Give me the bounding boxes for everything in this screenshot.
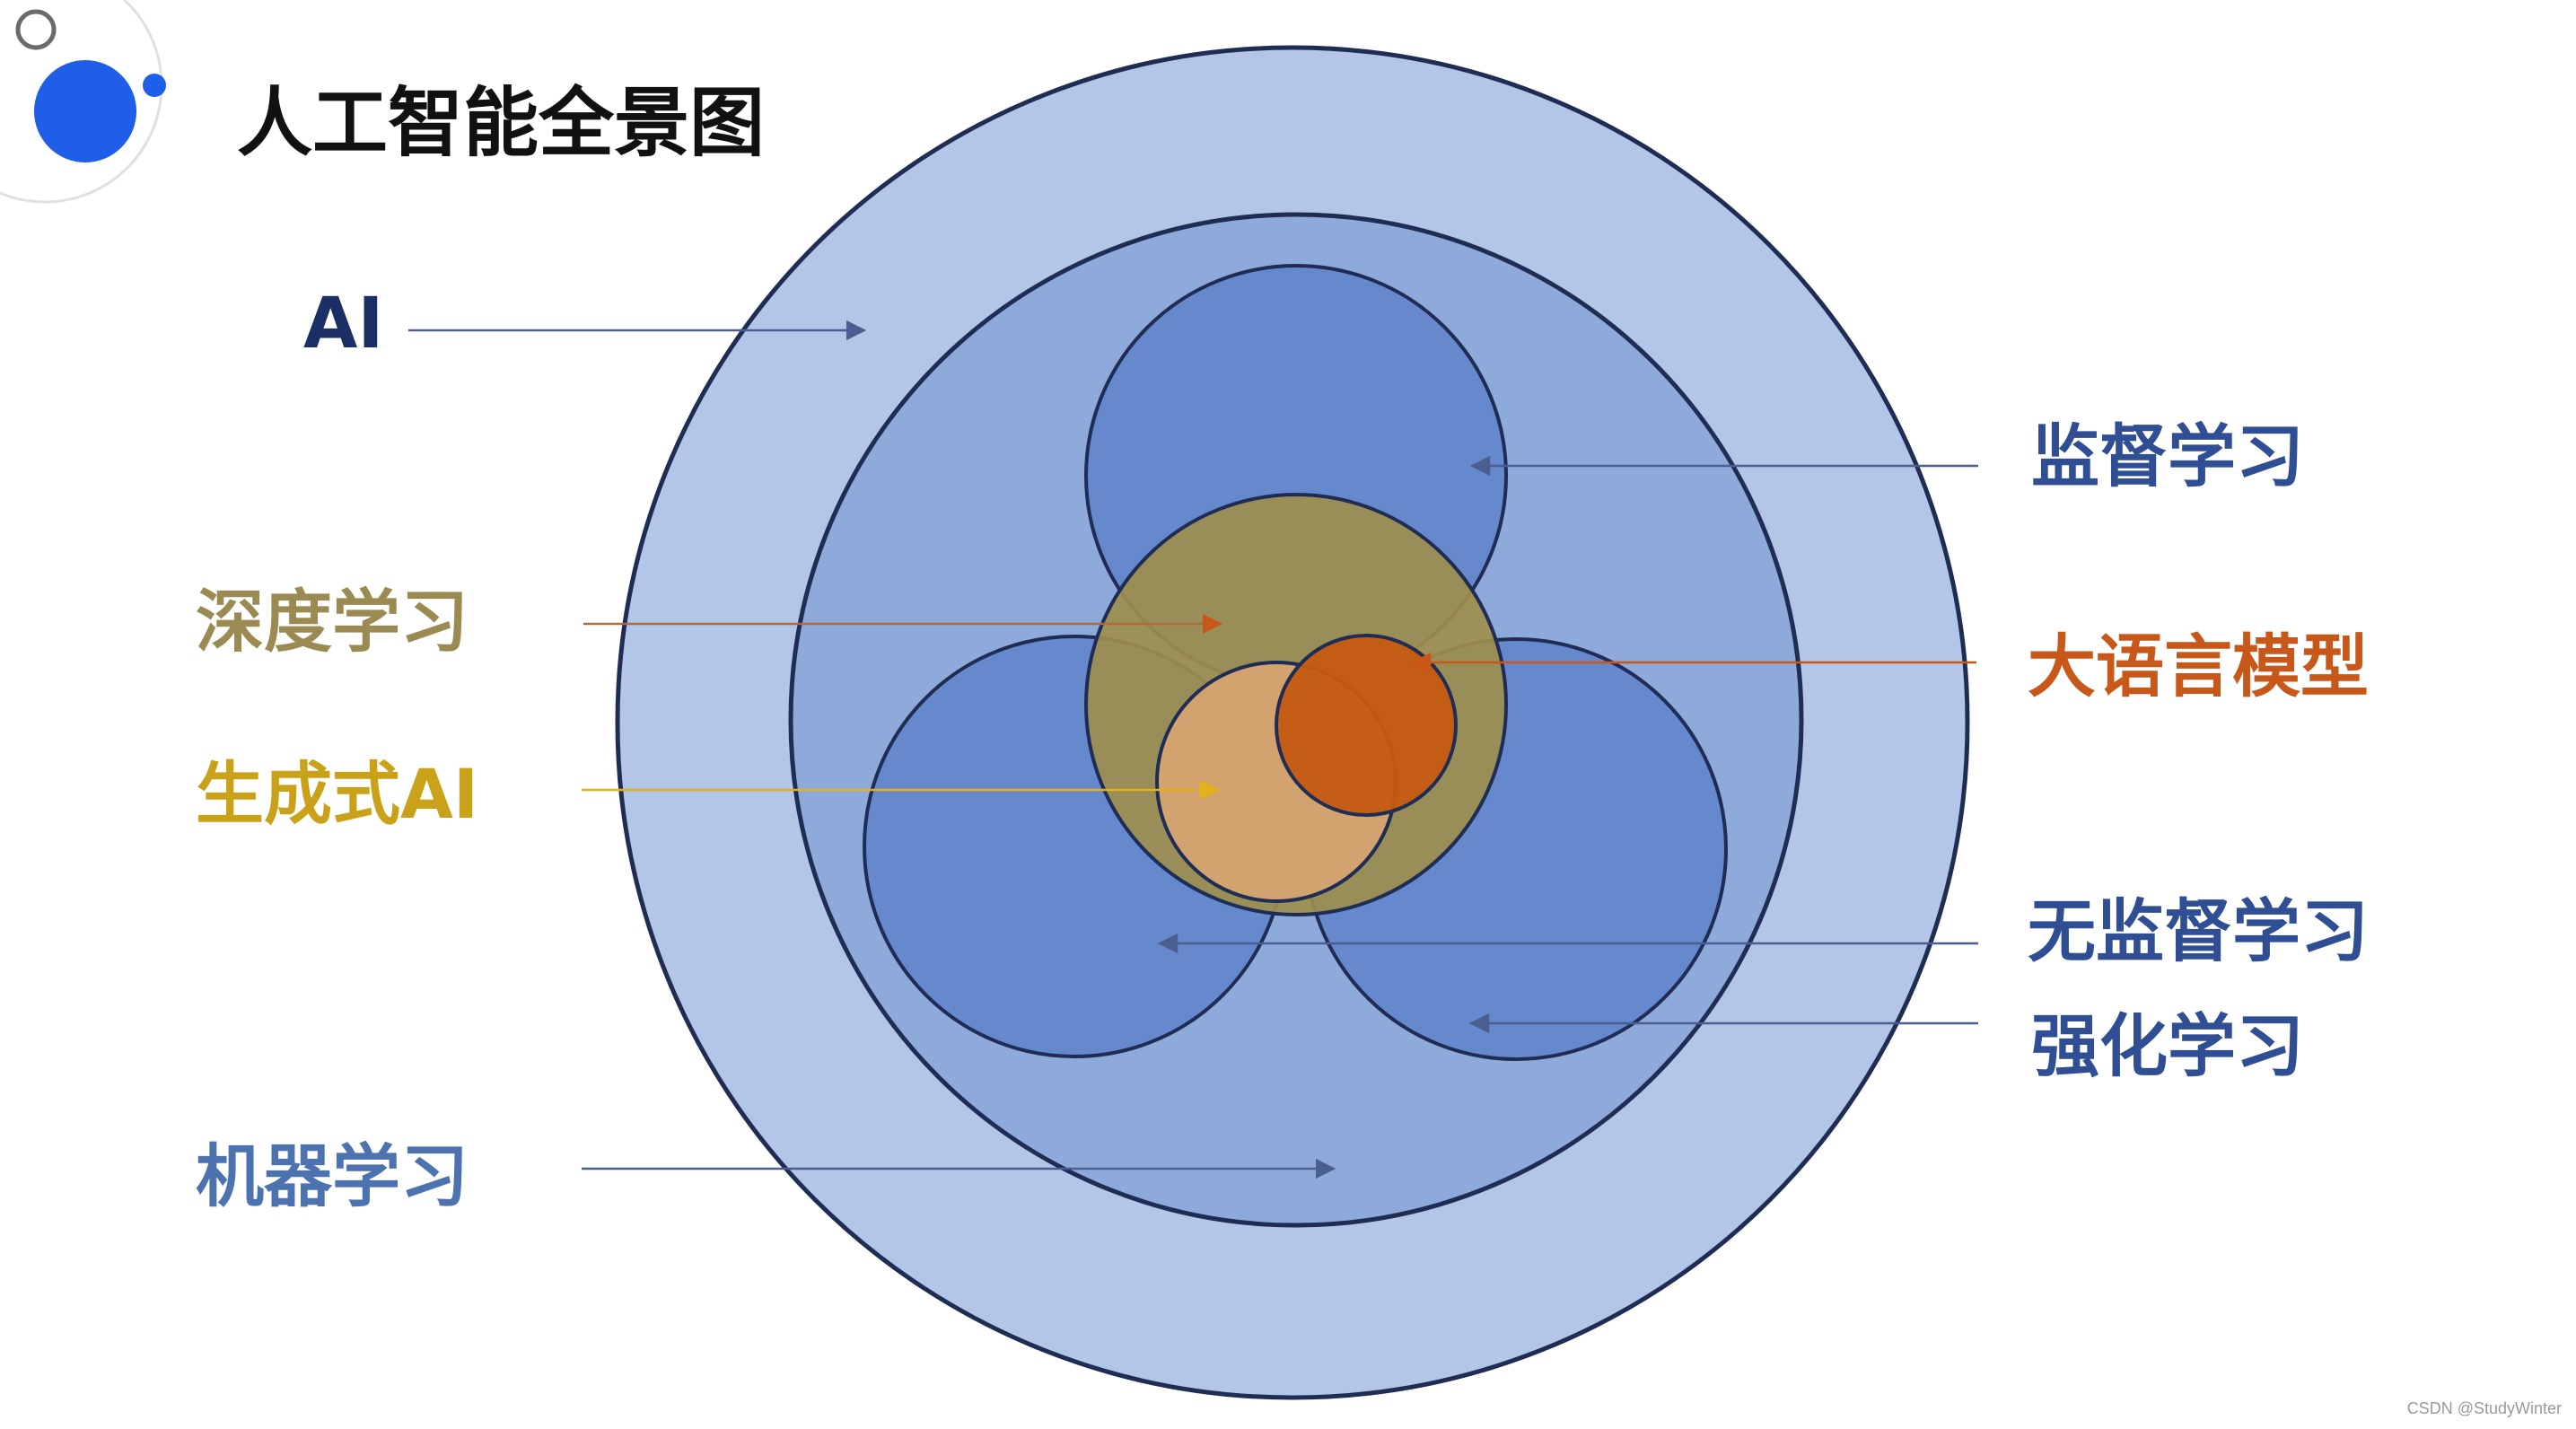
label-generative-ai: 生成式AI bbox=[196, 754, 479, 834]
decor-ring-icon bbox=[15, 9, 57, 50]
label-supervised-learning: 监督学习 bbox=[2031, 416, 2304, 496]
label-large-language-model: 大语言模型 bbox=[2028, 627, 2369, 706]
label-machine-learning: 机器学习 bbox=[196, 1136, 469, 1216]
large-language-model-circle bbox=[1275, 634, 1458, 817]
label-deep-learning: 深度学习 bbox=[196, 582, 469, 662]
decor-small-dot-icon bbox=[143, 74, 166, 97]
watermark: CSDN @StudyWinter bbox=[2406, 1399, 2562, 1417]
label-unsupervised-learning: 无监督学习 bbox=[2028, 891, 2369, 971]
decor-big-dot-icon bbox=[34, 60, 136, 162]
corner-decoration bbox=[0, 0, 166, 204]
label-ai: AI bbox=[303, 284, 384, 364]
label-reinforcement-learning: 强化学习 bbox=[2031, 1006, 2304, 1086]
page-title: 人工智能全景图 bbox=[237, 79, 766, 167]
